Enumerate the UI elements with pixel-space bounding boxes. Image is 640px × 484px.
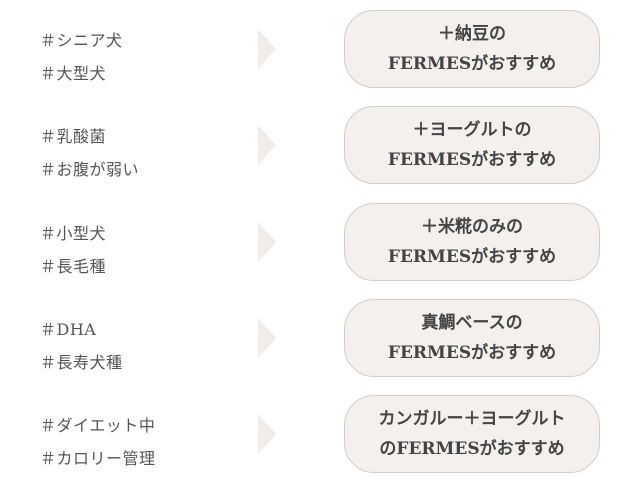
tag: ＃DHA	[40, 320, 97, 339]
arrow-right-icon	[258, 125, 276, 165]
recommendation-row: ＃DHA ＃長寿犬種 真鯛ベースの FERMESがおすすめ	[0, 299, 640, 377]
recommendation-row: ＃ダイエット中 ＃カロリー管理 カンガルー＋ヨーグルト のFERMESがおすすめ	[0, 395, 640, 473]
recommendation-line: のFERMESがおすすめ	[379, 439, 565, 459]
recommendation-row: ＃小型犬 ＃長毛種 ＋米糀のみの FERMESがおすすめ	[0, 203, 640, 281]
recommendation-line: ＋納豆の	[438, 24, 506, 44]
tag: ＃小型犬	[40, 224, 107, 243]
tag: ＃お腹が弱い	[40, 160, 140, 179]
recommendation-button[interactable]: ＋ヨーグルトの FERMESがおすすめ	[344, 106, 600, 184]
tag-list: ＃ダイエット中 ＃カロリー管理	[40, 409, 156, 475]
recommendation-button[interactable]: 真鯛ベースの FERMESがおすすめ	[344, 299, 600, 377]
arrow-right-icon	[258, 222, 276, 262]
recommendation-button[interactable]: カンガルー＋ヨーグルト のFERMESがおすすめ	[344, 395, 600, 473]
recommendation-row: ＃乳酸菌 ＃お腹が弱い ＋ヨーグルトの FERMESがおすすめ	[0, 106, 640, 184]
recommendation-button[interactable]: ＋納豆の FERMESがおすすめ	[344, 10, 600, 88]
tag-list: ＃乳酸菌 ＃お腹が弱い	[40, 120, 139, 186]
arrow-right-icon	[258, 29, 276, 69]
arrow-right-icon	[258, 414, 276, 454]
recommendation-line: FERMESがおすすめ	[387, 247, 557, 267]
recommendation-button[interactable]: ＋米糀のみの FERMESがおすすめ	[344, 203, 600, 281]
tag: ＃カロリー管理	[40, 449, 156, 468]
recommendation-line: カンガルー＋ヨーグルト	[378, 409, 566, 429]
tag: ＃シニア犬	[40, 31, 123, 50]
recommendation-line: FERMESがおすすめ	[387, 54, 557, 74]
tag: ＃長毛種	[40, 257, 107, 276]
recommendation-line: ＋米糀のみの	[421, 217, 523, 237]
recommendation-line: ＋ヨーグルトの	[412, 120, 532, 140]
recommendation-row: ＃シニア犬 ＃大型犬 ＋納豆の FERMESがおすすめ	[0, 10, 640, 88]
tag: ＃乳酸菌	[40, 127, 107, 146]
tag-list: ＃DHA ＃長寿犬種	[40, 313, 123, 379]
arrow-right-icon	[258, 318, 276, 358]
tag: ＃ダイエット中	[40, 416, 156, 435]
tag-list: ＃シニア犬 ＃大型犬	[40, 24, 123, 90]
tag-list: ＃小型犬 ＃長毛種	[40, 217, 106, 283]
tag: ＃大型犬	[40, 64, 107, 83]
recommendation-line: 真鯛ベースの	[421, 313, 523, 333]
recommendation-line: FERMESがおすすめ	[387, 150, 557, 170]
recommendation-line: FERMESがおすすめ	[387, 343, 557, 363]
tag: ＃長寿犬種	[40, 353, 123, 372]
